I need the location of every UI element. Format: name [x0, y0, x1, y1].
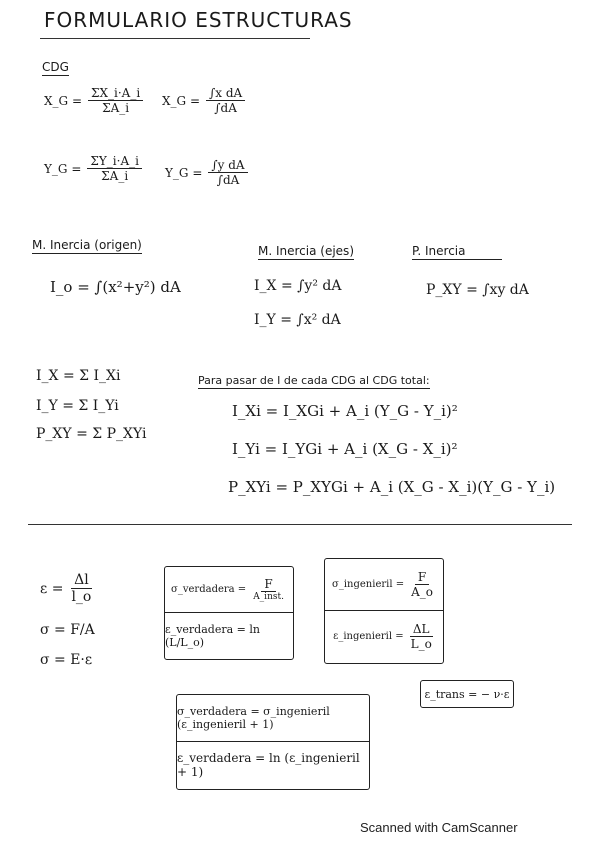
true-stress-lhs: σ_verdadera =	[171, 584, 247, 595]
inertia-origin-formula: I_o = ∫(x²+y²) dA	[50, 278, 181, 296]
relation-stress-formula: σ_verdadera = σ_ingenieril (ε_ingenieril…	[177, 705, 330, 731]
strain-num: Δl	[71, 572, 92, 589]
engineering-stress-box: σ_ingenieril = F A_o ε_ingenieril = ΔL L…	[324, 558, 444, 664]
true-stress-den: A_inst.	[253, 592, 284, 602]
steiner-pxyi: P_XYi = P_XYGi + A_i (X_G - X_i)(Y_G - Y…	[228, 478, 556, 496]
true-strain-formula: ε_verdadera = ln (L/L_o)	[165, 622, 260, 649]
iy-sum: I_Y = Σ I_Yi	[36, 398, 119, 414]
yg-sum-den: ΣA_i	[101, 169, 129, 183]
xg-int-formula: X_G = ∫x dA ∫dA	[162, 86, 246, 115]
strain-lhs: ε =	[40, 580, 64, 597]
page-title: FORMULARIO ESTRUCTURAS	[44, 8, 353, 32]
true-stress-row: σ_verdadera = F A_inst.	[165, 567, 293, 613]
xg-sum-formula: X_G = ΣX_i·A_i ΣA_i	[44, 86, 144, 115]
xg-sum-den: ΣA_i	[102, 101, 130, 115]
ix-formula: I_X = ∫y² dA	[254, 278, 342, 294]
transverse-strain-box: ε_trans = − ν·ε	[420, 680, 514, 708]
yg-int-den: ∫dA	[216, 173, 240, 187]
strain-formula: ε = Δl l_o	[40, 572, 94, 605]
engineering-strain-num: ΔL	[409, 622, 433, 637]
yg-sum-lhs: Y_G =	[44, 161, 82, 176]
steiner-iyi: I_Yi = I_YGi + A_i (X_G - X_i)²	[232, 440, 458, 458]
yg-int-num: ∫y dA	[208, 158, 248, 173]
cdg-heading: CDG	[42, 60, 69, 76]
relation-strain-formula: ε_verdadera = ln (ε_ingenieril + 1)	[177, 751, 360, 779]
yg-int-formula: Y_G = ∫y dA ∫dA	[165, 158, 248, 187]
iy-formula: I_Y = ∫x² dA	[254, 312, 341, 328]
engineering-stress-den: A_o	[411, 585, 433, 599]
steiner-ixi: I_Xi = I_XGi + A_i (Y_G - Y_i)²	[232, 402, 458, 420]
sigma-ee-formula: σ = E·ε	[40, 652, 93, 668]
yg-sum-num: ΣY_i·A_i	[87, 154, 142, 169]
true-strain-row: ε_verdadera = ln (L/L_o)	[165, 613, 293, 658]
sigma-fa-formula: σ = F/A	[40, 622, 95, 638]
strain-den: l_o	[71, 589, 92, 605]
xg-int-lhs: X_G =	[162, 93, 200, 108]
true-stress-box: σ_verdadera = F A_inst. ε_verdadera = ln…	[164, 566, 294, 660]
engineering-strain-den: L_o	[410, 637, 432, 651]
scanner-watermark: Scanned with CamScanner	[360, 820, 518, 835]
engineering-stress-num: F	[414, 570, 430, 585]
ix-sum: I_X = Σ I_Xi	[36, 368, 121, 384]
yg-sum-formula: Y_G = ΣY_i·A_i ΣA_i	[44, 154, 142, 183]
true-engineering-relation-box: σ_verdadera = σ_ingenieril (ε_ingenieril…	[176, 694, 370, 790]
transverse-strain-formula: ε_trans = − ν·ε	[424, 687, 510, 701]
xg-sum-lhs: X_G =	[44, 93, 82, 108]
inertia-origin-heading: M. Inercia (origen)	[32, 238, 142, 254]
engineering-strain-lhs: ε_ingenieril =	[333, 631, 404, 642]
relation-stress-row: σ_verdadera = σ_ingenieril (ε_ingenieril…	[177, 695, 369, 742]
engineering-stress-lhs: σ_ingenieril =	[332, 579, 405, 590]
engineering-strain-row: ε_ingenieril = ΔL L_o	[325, 611, 443, 662]
engineering-stress-row: σ_ingenieril = F A_o	[325, 559, 443, 611]
relation-strain-row: ε_verdadera = ln (ε_ingenieril + 1)	[177, 742, 369, 788]
xg-int-den: ∫dA	[214, 101, 237, 115]
xg-int-num: ∫x dA	[206, 86, 246, 101]
product-inertia-heading: P. Inercia	[412, 244, 502, 260]
inertia-axes-heading: M. Inercia (ejes)	[258, 244, 354, 260]
pxy-sum: P_XY = Σ P_XYi	[36, 426, 147, 442]
title-underline	[40, 38, 310, 39]
section-divider	[28, 524, 572, 525]
steiner-heading: Para pasar de I de cada CDG al CDG total…	[198, 374, 430, 389]
pxy-formula: P_XY = ∫xy dA	[426, 282, 529, 298]
xg-sum-num: ΣX_i·A_i	[88, 86, 144, 101]
yg-int-lhs: Y_G =	[165, 165, 203, 180]
true-stress-num: F	[261, 577, 276, 592]
